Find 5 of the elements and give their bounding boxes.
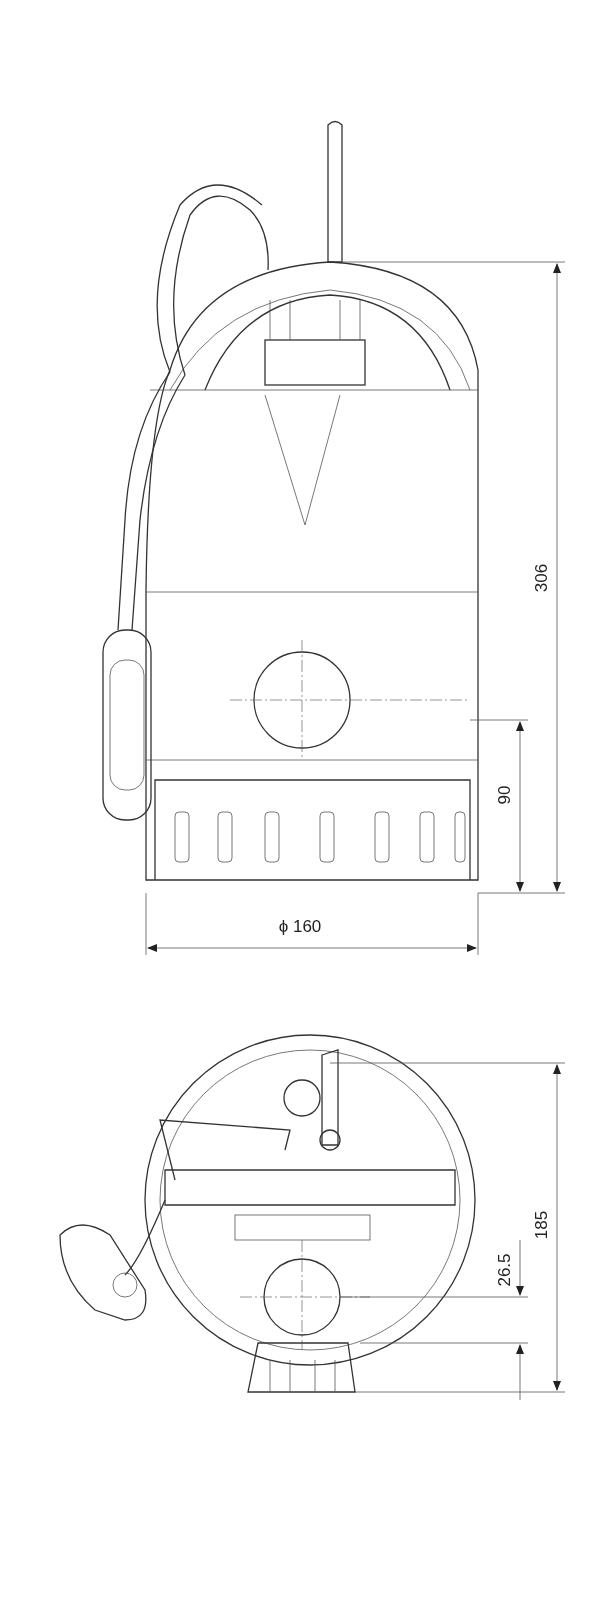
dimension-label: 306 [532,563,551,593]
dimension-label: 26.5 [495,1253,514,1287]
dimension-label: 185 [532,1210,551,1240]
dimension-label: 90 [495,785,514,805]
dimension-label: ϕ 160 [278,917,322,936]
